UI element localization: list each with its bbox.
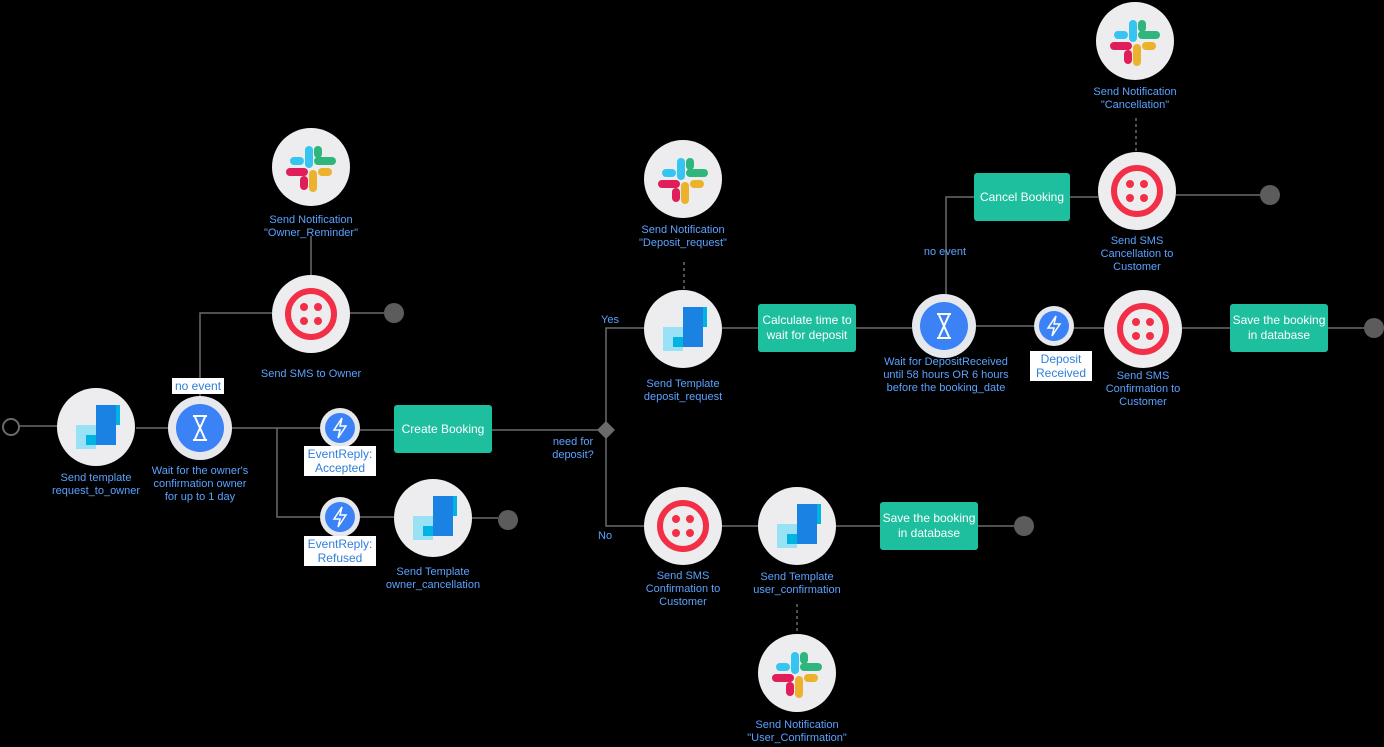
- twilio-logo-icon: [1117, 303, 1169, 355]
- label-notif-cancel: Send Notification "Cancellation": [1093, 86, 1177, 111]
- sendgrid-logo-icon: [663, 307, 707, 351]
- lightning-bolt-icon: [1039, 311, 1069, 341]
- lightning-bolt-icon: [325, 502, 355, 532]
- label-no: No: [598, 530, 613, 542]
- label-deposit-received: Deposit Received: [1030, 351, 1092, 381]
- end-node-save-top[interactable]: [1364, 318, 1384, 338]
- save-booking-action-bottom[interactable]: Save the booking in database: [880, 502, 978, 550]
- label-notif-deposit: Send Notification "Deposit_request": [639, 224, 727, 249]
- lightning-bolt-icon: [325, 413, 355, 443]
- label-sms-cancel: Send SMS Cancellation to Customer: [1100, 235, 1174, 273]
- label-send-template-request: Send template request_to_owner: [51, 472, 141, 497]
- label-no-event-2: no event: [923, 246, 967, 258]
- label-wait-deposit: Wait for DepositReceived until 58 hours …: [883, 356, 1009, 394]
- sms-node-confirmation-top[interactable]: [1104, 290, 1182, 368]
- label-no-event-1: no event: [172, 378, 225, 394]
- end-node-cancellation[interactable]: [1260, 185, 1280, 205]
- template-node-owner-cancellation[interactable]: [394, 479, 472, 557]
- hourglass-icon: [920, 302, 968, 350]
- label-event-refused: EventReply: Refused: [304, 536, 376, 566]
- template-node-deposit-request[interactable]: [644, 290, 722, 368]
- event-node-deposit-received[interactable]: [1034, 306, 1074, 346]
- slack-logo-icon: [286, 146, 336, 192]
- label-event-accepted: EventReply: Accepted: [304, 446, 376, 476]
- sms-node-owner[interactable]: [272, 275, 350, 353]
- event-node-accepted[interactable]: [320, 408, 360, 448]
- wait-node-deposit[interactable]: [912, 294, 976, 358]
- twilio-logo-icon: [285, 288, 337, 340]
- twilio-logo-icon: [657, 500, 709, 552]
- cancel-booking-action[interactable]: Cancel Booking: [974, 173, 1070, 221]
- slack-logo-icon: [1110, 20, 1160, 66]
- sms-node-confirmation-bottom[interactable]: [644, 487, 722, 565]
- label-wait-owner: Wait for the owner's confirmation owner …: [151, 465, 249, 503]
- label-send-sms-owner: Send SMS to Owner: [260, 368, 362, 380]
- template-node-user-confirmation[interactable]: [758, 487, 836, 565]
- end-node-owner-cancel[interactable]: [498, 510, 518, 530]
- template-node-request-owner[interactable]: [57, 388, 135, 466]
- label-template-user-confirm: Send Template user_confirmation: [753, 571, 841, 596]
- hourglass-icon: [176, 404, 224, 452]
- twilio-logo-icon: [1111, 165, 1163, 217]
- label-sms-confirm-bottom: Send SMS Confirmation to Customer: [645, 570, 721, 608]
- start-node[interactable]: [2, 418, 20, 436]
- event-node-refused[interactable]: [320, 497, 360, 537]
- diamond-split-icon: [597, 421, 615, 439]
- notification-node-owner-reminder[interactable]: [272, 128, 350, 206]
- end-node-save-bottom[interactable]: [1014, 516, 1034, 536]
- wait-node-owner[interactable]: [168, 396, 232, 460]
- sendgrid-logo-icon: [413, 496, 457, 540]
- sms-node-cancellation[interactable]: [1098, 152, 1176, 230]
- notification-node-deposit-request[interactable]: [644, 140, 722, 218]
- label-sms-confirm-top: Send SMS Confirmation to Customer: [1105, 370, 1181, 408]
- create-booking-action[interactable]: Create Booking: [394, 405, 492, 453]
- sendgrid-logo-icon: [76, 405, 120, 449]
- label-notif-user-confirm: Send Notification "User_Confirmation": [747, 719, 847, 744]
- notification-node-user-confirmation[interactable]: [758, 634, 836, 712]
- label-need-deposit: need for deposit?: [552, 436, 594, 461]
- slack-logo-icon: [658, 158, 708, 204]
- label-template-owner-cancel: Send Template owner_cancellation: [385, 566, 481, 591]
- end-node-owner-sms[interactable]: [384, 303, 404, 323]
- save-booking-action-top[interactable]: Save the booking in database: [1230, 304, 1328, 352]
- sendgrid-logo-icon: [777, 504, 821, 548]
- label-yes: Yes: [601, 314, 619, 326]
- calculate-time-action[interactable]: Calculate time to wait for deposit: [758, 304, 856, 352]
- label-notif-owner-reminder: Send Notification "Owner_Reminder": [263, 214, 358, 239]
- label-template-deposit: Send Template deposit_request: [643, 378, 723, 403]
- slack-logo-icon: [772, 652, 822, 698]
- notification-node-cancellation[interactable]: [1096, 2, 1174, 80]
